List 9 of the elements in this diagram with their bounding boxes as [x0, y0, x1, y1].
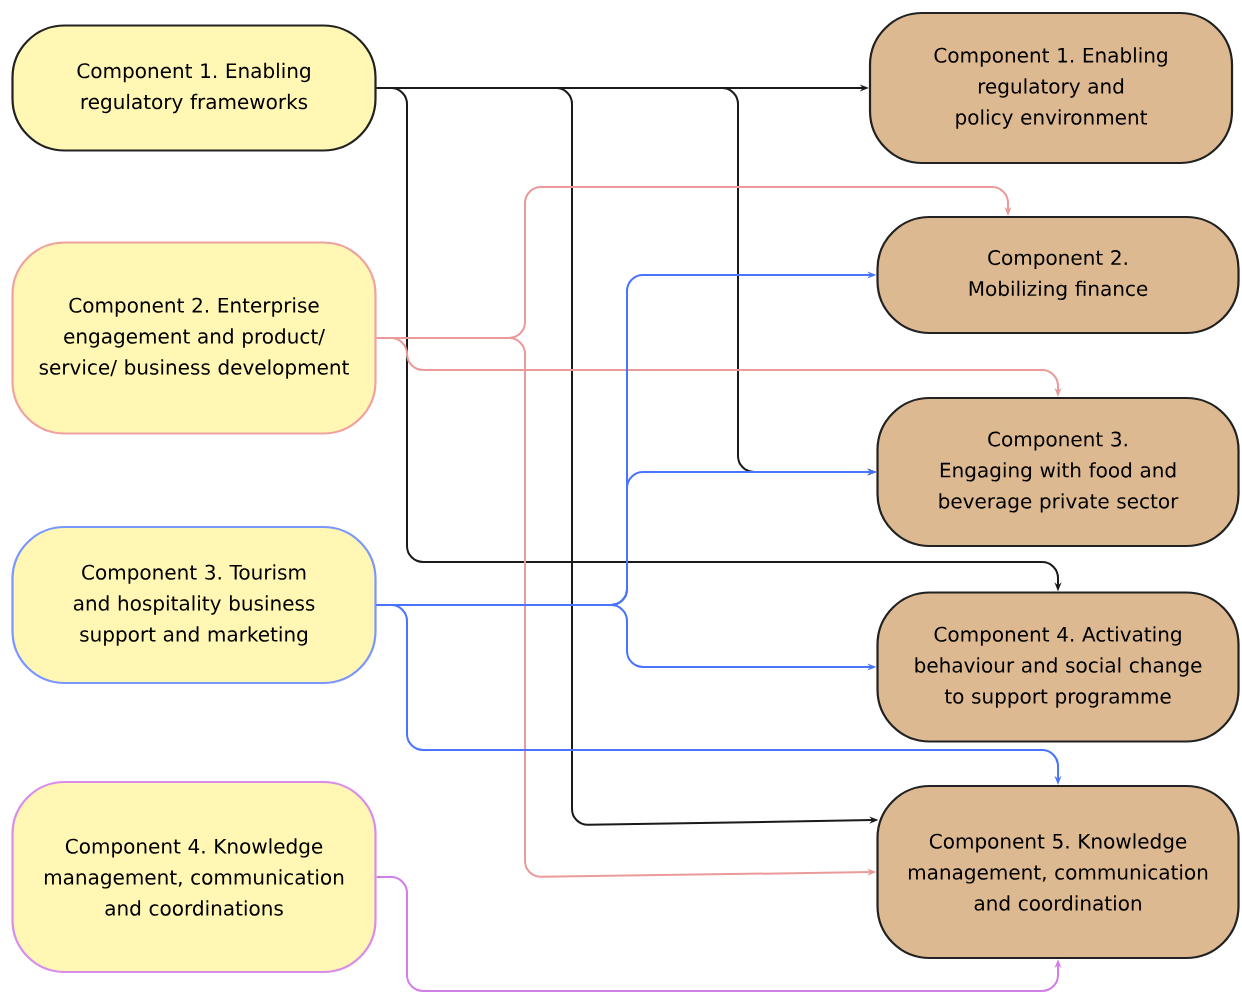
component-box: Component 2. Mobilizing finance [876, 215, 1240, 335]
component-box: Component 4. Activating behaviour and social change to support programme [876, 591, 1240, 743]
component-box: Component 4. Knowledge management, communication and coordinations [11, 780, 377, 974]
component-box: Component 1. Enabling regulatory frameworks [11, 24, 377, 152]
component-box: Component 5. Knowledge management, communication and coordination [876, 784, 1240, 960]
component-box: Component 1. Enabling regulatory and policy environment [868, 11, 1234, 165]
component-box: Component 3. Tourism and hospitality business support and marketing [11, 525, 377, 685]
component-box: Component 3. Engaging with food and beverage private sector [876, 396, 1240, 548]
component-box: Component 2. Enterprise engagement and product/ service/ business development [11, 241, 377, 435]
